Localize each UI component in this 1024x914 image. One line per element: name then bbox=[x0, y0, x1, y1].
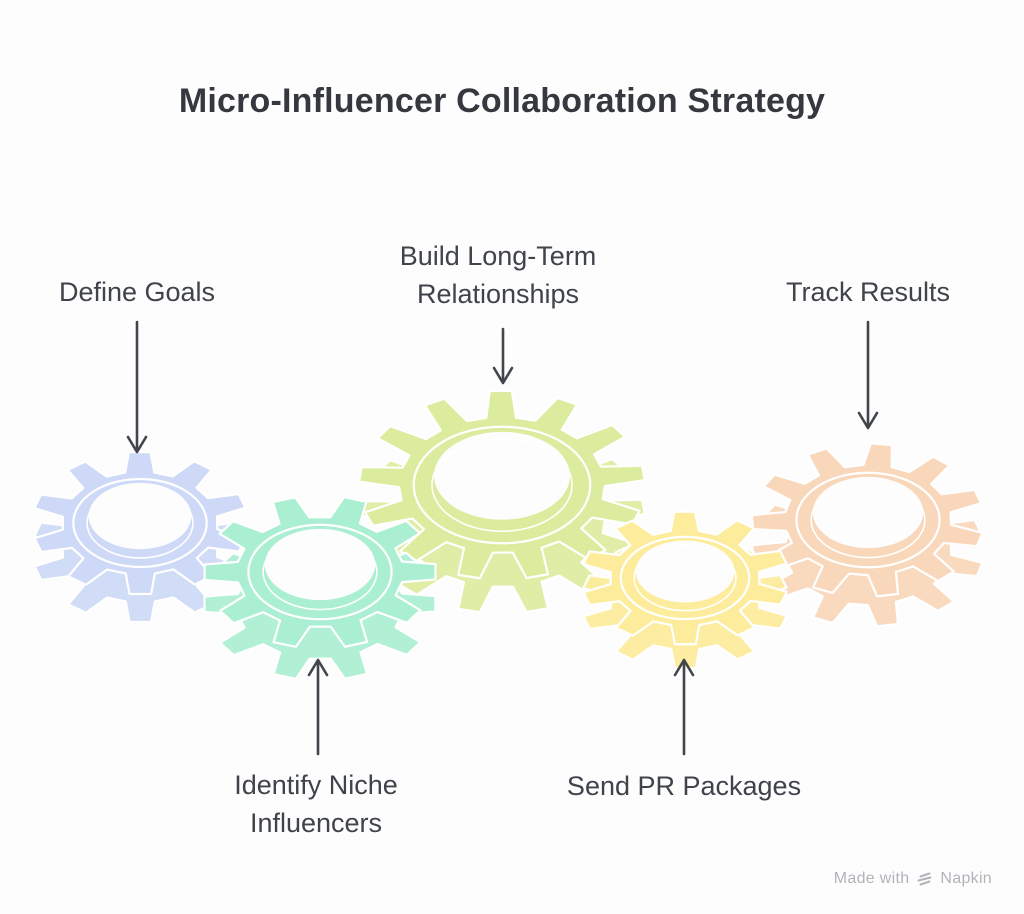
step-label-build-long-term-relationships: Build Long-Term Relationships bbox=[399, 241, 597, 309]
step-label-identify-niche-influencers: Identify Niche Influencers bbox=[234, 770, 398, 838]
arrow-build-long-term-relationships-icon bbox=[492, 327, 514, 385]
arrow-define-goals-icon bbox=[126, 320, 148, 454]
arrow-send-pr-packages-icon bbox=[673, 658, 695, 756]
gear-identify-niche-influencers bbox=[166, 470, 474, 705]
watermark-prefix-text: Made with bbox=[833, 870, 910, 887]
gear-define-goals bbox=[20, 444, 260, 631]
gear-track-results bbox=[742, 437, 993, 632]
step-label-send-pr-packages: Send PR Packages bbox=[566, 771, 802, 801]
arrow-track-results-icon bbox=[857, 320, 879, 430]
gear-send-pr-packages bbox=[569, 504, 800, 676]
napkin-logo-icon bbox=[917, 872, 932, 885]
watermark-brand-text: Napkin bbox=[940, 870, 992, 887]
step-label-define-goals: Define Goals bbox=[58, 277, 216, 307]
page-title: Micro-Influencer Collaboration Strategy bbox=[178, 82, 826, 120]
arrow-identify-niche-influencers-icon bbox=[307, 658, 329, 756]
napkin-watermark: Made with Napkin bbox=[834, 870, 992, 888]
step-label-track-results: Track Results bbox=[785, 277, 951, 307]
